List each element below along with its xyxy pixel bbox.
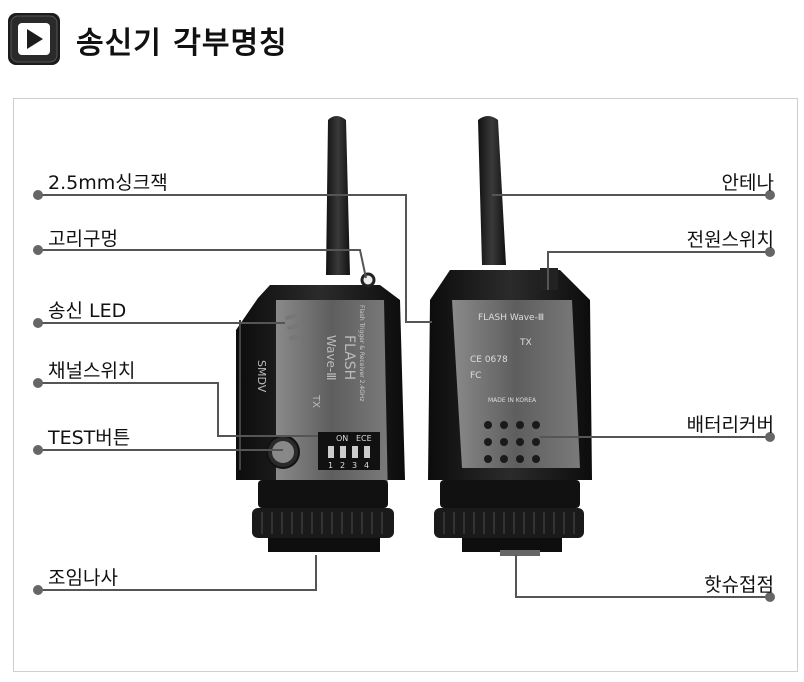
svg-text:ECE: ECE	[356, 434, 372, 443]
svg-text:TX: TX	[519, 338, 532, 348]
back-wheel	[434, 508, 584, 538]
svg-text:MADE IN KOREA: MADE IN KOREA	[488, 397, 537, 404]
label-power-switch: 전원스위치	[687, 225, 774, 252]
label-lock-screw: 조임나사	[48, 563, 118, 590]
transmitter-back-view: FLASH Wave-Ⅲ TX CE 0678 FC MADE IN KOREA	[428, 116, 592, 556]
svg-text:SMDV: SMDV	[255, 360, 268, 393]
svg-text:2: 2	[340, 461, 345, 470]
transmitter-front-view: FLASH Wave-Ⅲ TX Flash Trigger & Receiver…	[236, 116, 405, 552]
hotshoe-contact-shape	[500, 550, 540, 556]
label-battery-cover: 배터리커버	[687, 410, 774, 437]
front-panel-text: FLASH	[341, 335, 357, 380]
svg-text:FLASH Wave-Ⅲ: FLASH Wave-Ⅲ	[478, 313, 544, 323]
hanging-hole-shape	[362, 274, 374, 286]
svg-text:ON: ON	[336, 434, 348, 443]
battery-cover-panel	[452, 300, 580, 468]
leader-lines	[38, 195, 770, 597]
svg-text:Wave-Ⅲ: Wave-Ⅲ	[324, 335, 338, 381]
label-test-button: TEST버튼	[48, 423, 130, 450]
label-channel-switch: 채널스위치	[48, 356, 135, 383]
svg-text:3: 3	[352, 461, 357, 470]
label-transmit-led: 송신 LED	[48, 296, 126, 323]
svg-text:TX: TX	[310, 394, 321, 408]
label-hotshoe-contact: 핫슈접점	[704, 570, 774, 597]
svg-text:CE 0678: CE 0678	[470, 355, 508, 365]
svg-text:Flash Trigger & Receiver 2.4GH: Flash Trigger & Receiver 2.4GHz	[358, 305, 365, 402]
shoe-foot	[268, 538, 380, 552]
svg-text:FC: FC	[470, 371, 481, 381]
label-hanging-hole: 고리구멍	[48, 224, 118, 251]
label-antenna: 안테나	[722, 168, 774, 195]
lock-wheel-upper	[258, 480, 388, 508]
svg-text:1: 1	[328, 461, 333, 470]
label-sync-jack: 2.5mm싱크잭	[48, 168, 168, 195]
antenna-right	[478, 116, 506, 265]
svg-text:4: 4	[364, 461, 369, 470]
